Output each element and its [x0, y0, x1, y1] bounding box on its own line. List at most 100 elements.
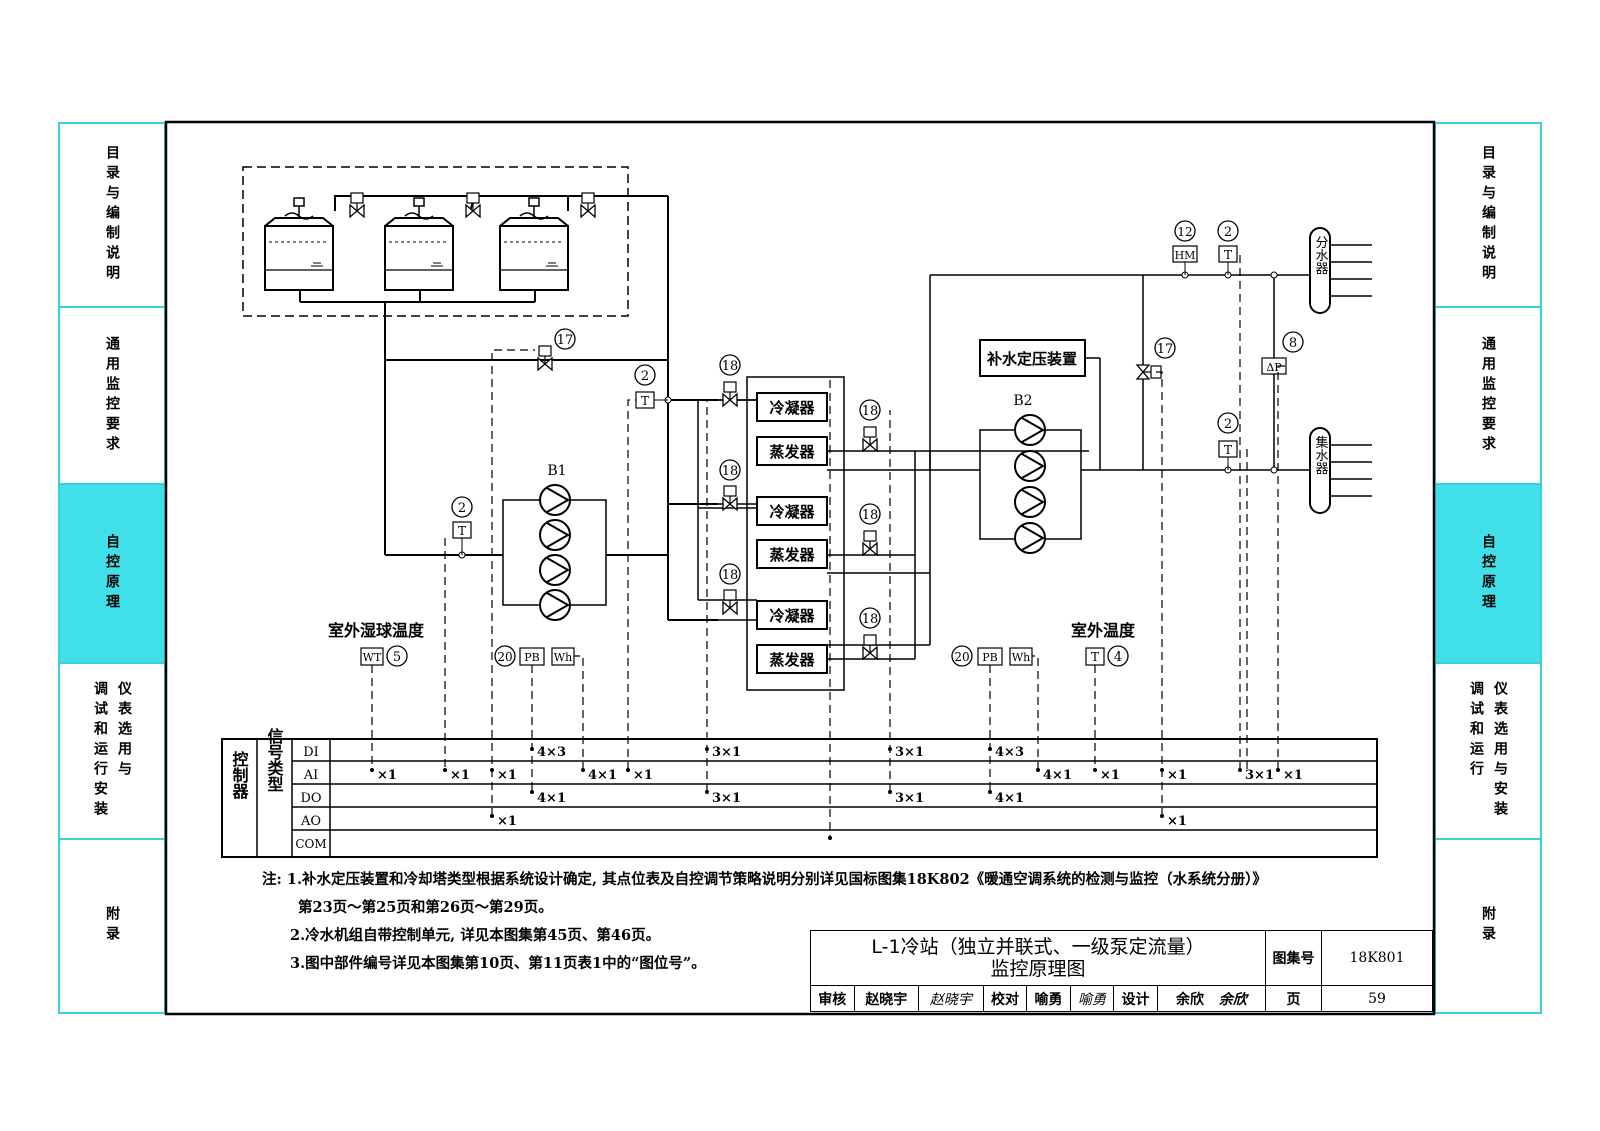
pump-group-label: B2: [1013, 393, 1032, 409]
right-nav-label: 通用监控要求: [1480, 335, 1496, 456]
tag: WT: [363, 651, 382, 664]
return-header: 集水器: [1290, 427, 1372, 514]
note-line-4: 3.图中部件编号详见本图集第10页、第11页表1中的“图位号”。: [290, 955, 706, 972]
right-nav-item-control[interactable]: 自控原理: [1436, 485, 1540, 664]
atlas-label: 图集号: [1265, 930, 1322, 986]
check-label: 校对: [982, 985, 1028, 1012]
notes: 注: 1.补水定压装置和冷却塔类型根据系统设计确定, 其点位表及自控调节策略说明…: [262, 866, 1267, 978]
condenser-valve-1: [722, 381, 738, 407]
left-nav-item-instrument[interactable]: 仪表选用与 调试和运行安装: [60, 664, 164, 840]
tag-num: 18: [722, 568, 739, 583]
row-ao: AO: [300, 814, 321, 829]
right-nav-label: 调试和运行: [1468, 681, 1484, 781]
drawing-title: L-1冷站（独立并联式、一级泵定流量） 监控原理图: [810, 930, 1266, 986]
left-nav-item-appendix[interactable]: 附录: [60, 840, 164, 1012]
tag: T: [1224, 443, 1232, 457]
condenser-label: 冷凝器: [769, 607, 815, 625]
evaporator-valve-1: [862, 426, 878, 452]
tag: T: [641, 394, 649, 408]
tag-num: 18: [862, 612, 879, 627]
left-nav-item-control[interactable]: 自控原理: [60, 485, 164, 664]
evaporator-label: 蒸发器: [769, 546, 815, 564]
controller-title: 控制器: [230, 750, 250, 800]
tag: PB: [524, 651, 540, 664]
chiller-2: 冷凝器 蒸发器: [756, 496, 828, 569]
tag-num: 20: [497, 650, 512, 664]
left-nav-item-catalog[interactable]: 目录与编制说明: [60, 124, 164, 308]
right-nav-label: 附录: [1480, 906, 1496, 946]
tag-num: 2: [641, 369, 649, 384]
right-nav-item-appendix[interactable]: 附录: [1436, 840, 1540, 1012]
pump-b1-2: [539, 519, 571, 551]
cooling-tower-2: [384, 197, 454, 291]
condenser-label: 冷凝器: [769, 503, 815, 521]
point-count: ×1: [633, 768, 653, 783]
right-nav-item-catalog[interactable]: 目录与编制说明: [1436, 124, 1540, 308]
tag: Wh: [1012, 651, 1030, 664]
note-line-1: 注: 1.补水定压装置和冷却塔类型根据系统设计确定, 其点位表及自控调节策略说明…: [262, 871, 1267, 888]
right-nav-label: 仪表选用与安装: [1492, 681, 1508, 821]
tag-num: 2: [458, 501, 466, 516]
checker-signature: 喻勇: [1069, 985, 1115, 1012]
header-label: 分水器: [1313, 236, 1329, 276]
atlas-number: 18K801: [1321, 930, 1433, 986]
tower-valve-2: [465, 192, 481, 218]
tower-valve-3: [580, 192, 596, 218]
point-count: ×1: [450, 768, 470, 783]
left-nav-label: 仪表选用与: [116, 681, 132, 781]
condenser-label: 冷凝器: [769, 399, 815, 417]
note-line-2: 第23页～第25页和第26页～第29页。: [298, 899, 553, 916]
page-number: 59: [1321, 985, 1433, 1012]
point-count: ×1: [1167, 768, 1187, 783]
point-count: 3×1: [895, 791, 924, 806]
bypass-valve-17: [537, 345, 553, 371]
point-count: 4×1: [995, 791, 1024, 806]
page-label: 页: [1265, 985, 1322, 1012]
header-label: 集水器: [1313, 435, 1329, 476]
pump-b2-4: [1014, 522, 1046, 554]
evaporator-valve-3: [862, 634, 878, 660]
tag: ΔP: [1266, 361, 1282, 374]
cooling-tower-1: [264, 197, 334, 291]
cooling-tower-3: [499, 197, 569, 291]
point-count: 4×1: [537, 791, 566, 806]
point-count: 3×1: [1245, 768, 1274, 783]
left-nav-item-general[interactable]: 通用监控要求: [60, 308, 164, 485]
condenser-valve-3: [722, 589, 738, 615]
left-nav-label: 自控原理: [104, 533, 120, 614]
tag-num: 2: [1224, 225, 1232, 240]
right-nav-item-instrument[interactable]: 仪表选用与安装 调试和运行: [1436, 664, 1540, 840]
tag: Wh: [554, 651, 572, 664]
tag-num: 8: [1289, 336, 1297, 351]
tag-num: 12: [1177, 225, 1192, 239]
right-nav-item-general[interactable]: 通用监控要求: [1436, 308, 1540, 485]
point-count: ×1: [377, 768, 397, 783]
reviewer: 赵晓宇: [853, 985, 920, 1012]
pump-b1-3: [539, 554, 571, 586]
right-nav: 目录与编制说明 通用监控要求 自控原理 仪表选用与安装 调试和运行 附录: [1434, 122, 1542, 1014]
pump-b2-2: [1014, 450, 1046, 482]
row-com: COM: [295, 837, 326, 851]
tag-num: 18: [722, 464, 739, 479]
title-line-2: 监控原理图: [990, 958, 1086, 980]
tag-num: 18: [862, 508, 879, 523]
tag: T: [458, 524, 466, 538]
point-count: ×1: [497, 814, 517, 829]
designer-sig: 余欣: [1218, 991, 1247, 1008]
note-line-3: 2.冷水机组自带控制单元, 详见本图集第45页、第46页。: [290, 927, 661, 944]
checker: 喻勇: [1026, 985, 1071, 1012]
tag: HM: [1175, 249, 1196, 262]
tag-num: 17: [557, 333, 574, 348]
outdoor-temp-label: 室外温度: [1071, 621, 1136, 640]
pump-group-label: B1: [547, 463, 566, 479]
point-count: 3×1: [712, 745, 741, 760]
evaporator-label: 蒸发器: [769, 443, 815, 461]
point-count: 3×1: [712, 791, 741, 806]
tag: T: [1224, 248, 1232, 262]
point-count: ×1: [1167, 814, 1187, 829]
title-block: L-1冷站（独立并联式、一级泵定流量） 监控原理图 图集号 18K801 审核 …: [810, 930, 1433, 1012]
point-count: 3×1: [895, 745, 924, 760]
controller-table: [221, 738, 1378, 858]
left-nav: 目录与编制说明 通用监控要求 自控原理 仪表选用与 调试和运行安装 附录: [58, 122, 166, 1014]
